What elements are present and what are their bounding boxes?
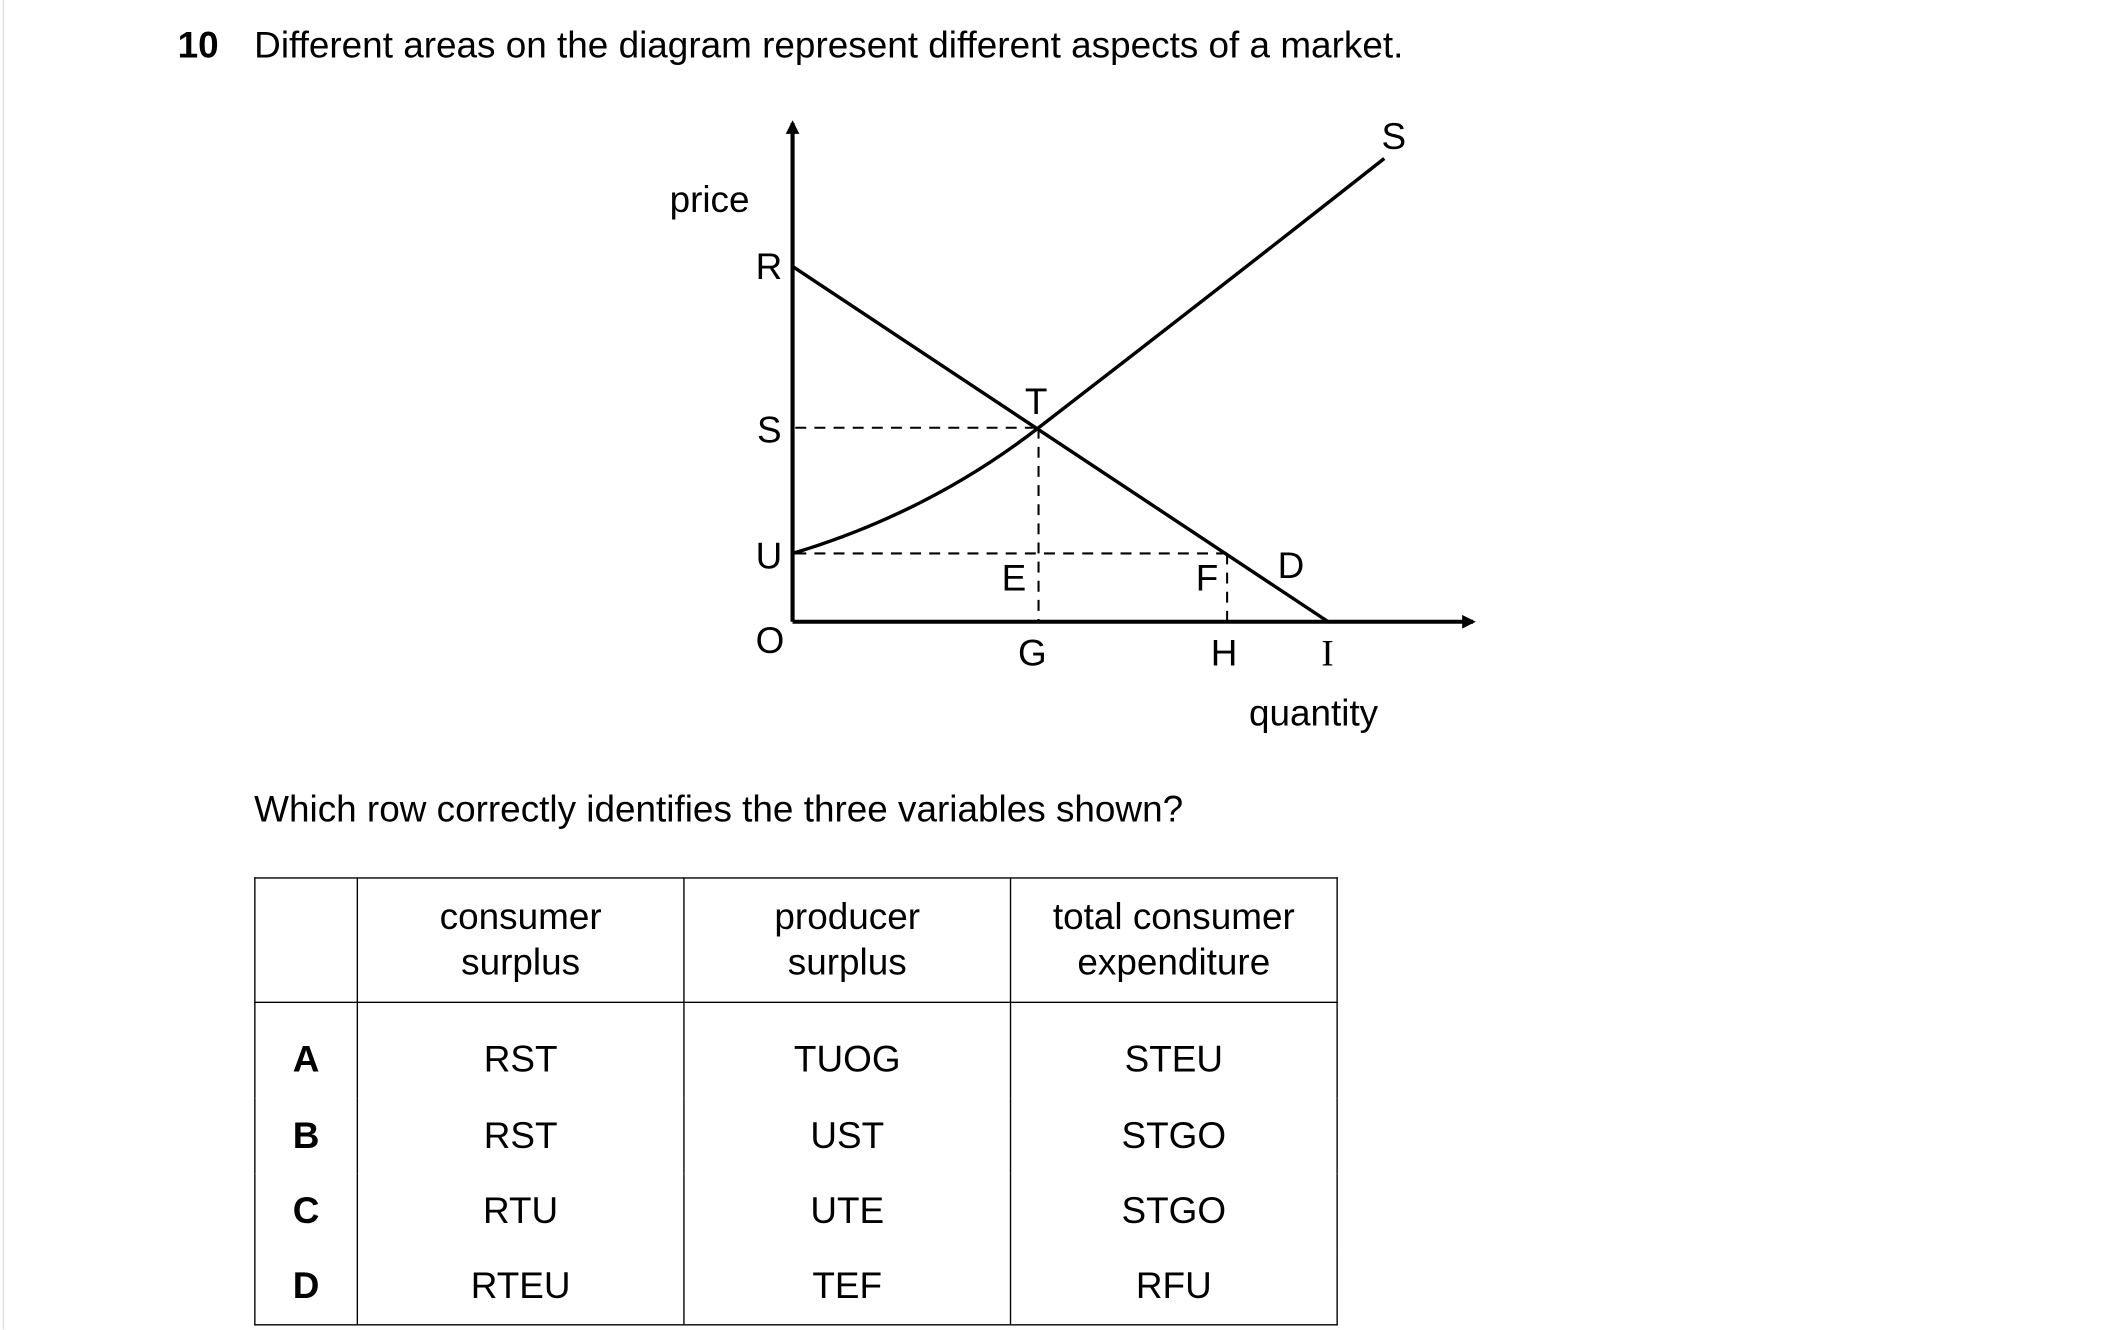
consumer-surplus-cell: RTEU	[356, 1248, 685, 1326]
supply-curve	[792, 157, 1386, 556]
point-g: G	[1018, 632, 1047, 673]
consumer-surplus-cell: RST	[356, 1098, 685, 1174]
producer-surplus-cell: UTE	[683, 1173, 1012, 1249]
header-empty	[254, 877, 359, 1004]
point-e: E	[1002, 557, 1027, 598]
option-label: B	[254, 1098, 359, 1174]
point-i: I	[1321, 632, 1333, 673]
table-row: B RST UST STGO	[254, 1098, 1338, 1174]
header-line: surplus	[787, 941, 907, 983]
producer-surplus-cell: UST	[683, 1098, 1012, 1174]
consumer-surplus-cell: RTU	[356, 1173, 685, 1249]
option-label: C	[254, 1173, 359, 1249]
question-text: Different areas on the diagram represent…	[254, 24, 1404, 66]
consumer-surplus-cell: RST	[356, 1002, 685, 1099]
point-t: T	[1025, 381, 1048, 422]
total-expenditure-cell: STGO	[1009, 1173, 1338, 1249]
producer-surplus-cell: TEF	[683, 1248, 1012, 1326]
page-edge	[2, 0, 5, 1330]
option-label: D	[254, 1248, 359, 1326]
total-expenditure-cell: RFU	[1009, 1248, 1338, 1326]
point-r: R	[756, 246, 783, 287]
price-label: price	[670, 179, 750, 220]
header-line: surplus	[461, 941, 581, 983]
table-row: A RST TUOG STEU	[254, 1002, 1338, 1099]
demand-curve	[791, 265, 1330, 624]
quantity-label: quantity	[1249, 693, 1379, 734]
question-prompt: Which row correctly identifies the three…	[254, 788, 1184, 830]
header-line: consumer	[439, 896, 602, 938]
total-expenditure-cell: STEU	[1009, 1002, 1338, 1099]
supply-demand-diagram: price quantity S D R S U O T E F G H I	[670, 116, 1476, 734]
point-u: U	[756, 535, 783, 576]
header-line: expenditure	[1077, 941, 1271, 983]
producer-surplus-cell: TUOG	[683, 1002, 1012, 1099]
supply-label: S	[1382, 116, 1407, 157]
header-line: producer	[774, 896, 921, 938]
point-h: H	[1211, 632, 1238, 673]
point-o: O	[756, 620, 785, 661]
option-label: A	[254, 1002, 359, 1099]
point-f: F	[1196, 557, 1219, 598]
demand-label: D	[1278, 545, 1305, 586]
table-row: C RTU UTE STGO	[254, 1173, 1338, 1249]
header-line: total consumer	[1052, 896, 1295, 938]
point-s: S	[757, 410, 782, 451]
table-row: D RTEU TEF RFU	[254, 1248, 1338, 1326]
total-expenditure-cell: STGO	[1009, 1098, 1338, 1174]
question-number: 10	[177, 24, 219, 66]
